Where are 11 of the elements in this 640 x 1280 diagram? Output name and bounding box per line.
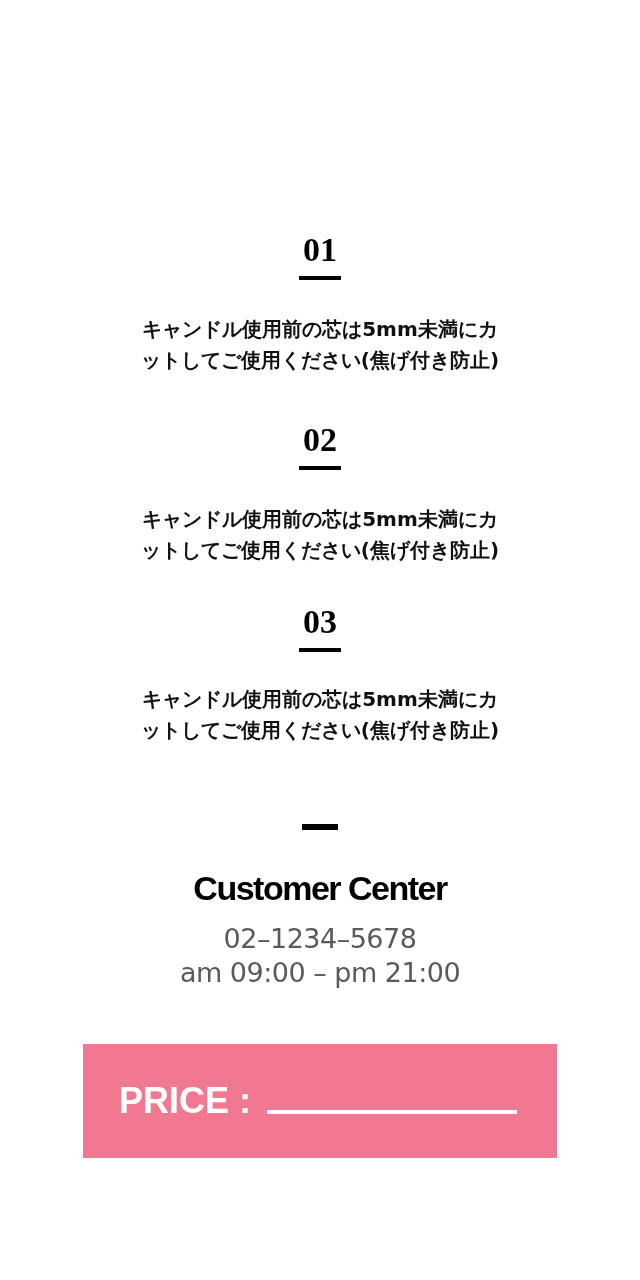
step-number: 01	[299, 230, 341, 280]
instruction-text: キャンドル使用前の芯は5mm未満にカットしてご使用ください(焦げ付き防止)	[139, 686, 501, 744]
price-banner	[83, 1044, 557, 1158]
contact-info: 02–1234–5678	[223, 922, 417, 956]
instruction-text: キャンドル使用前の芯は5mm未満にカットしてご使用ください(焦げ付き防止)	[139, 506, 501, 564]
section-heading: Customer Center	[193, 868, 447, 908]
step-number: 03	[299, 602, 341, 652]
instruction-text: キャンドル使用前の芯は5mm未満にカットしてご使用ください(焦げ付き防止)	[139, 316, 501, 374]
step-number: 02	[299, 420, 341, 470]
business-hours: am 09:00 – pm 21:00	[179, 956, 461, 990]
price-label: PRICE :	[119, 1081, 251, 1121]
